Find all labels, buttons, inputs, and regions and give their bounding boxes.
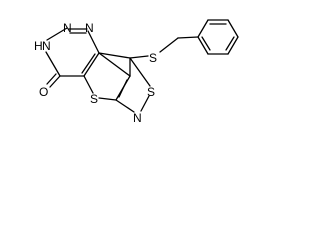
bond-ph-4	[227, 36, 239, 55]
bond-c-c-fusion2	[98, 52, 131, 77]
atom-n-topright: N	[85, 21, 94, 35]
bond-co-single	[49, 75, 61, 88]
atom-n-ring2: N	[133, 111, 142, 125]
bond-s3-ch2	[159, 37, 179, 53]
atom-s-thioether: S	[149, 51, 157, 65]
bond-ph-1	[197, 19, 209, 38]
atom-s-ring1: S	[90, 92, 98, 106]
bond-ph-3	[227, 19, 239, 38]
bond-c-c-fused	[83, 52, 100, 77]
bond-c-c-top	[98, 52, 131, 59]
bond-ph-6	[197, 36, 209, 55]
atom-labels: N N H N O S N S S	[34, 21, 157, 125]
bonds	[45, 19, 239, 113]
bond-n2-s2	[140, 95, 150, 112]
bond-c-c-thio-double	[118, 79, 128, 98]
atom-h-left: H	[34, 39, 43, 53]
atom-nh-left: N	[42, 39, 51, 53]
atom-s-ring2: S	[147, 85, 155, 99]
bond-carbonyl-nh	[45, 51, 61, 77]
chemical-structure: N N H N O S N S S	[34, 19, 239, 125]
bond-s1-c	[98, 97, 117, 101]
bond-c-s1	[83, 75, 94, 94]
bond-c-s3	[129, 55, 149, 59]
bond-co-double	[46, 73, 57, 85]
atom-o-carbonyl: O	[39, 85, 48, 99]
bond-ch2-ph	[177, 36, 199, 39]
bond-ph-4-double	[225, 36, 235, 51]
bond-n-c	[87, 30, 100, 54]
bond-c-n2	[115, 99, 135, 113]
atom-n-top: N	[63, 21, 72, 35]
bond-ph-6-double	[201, 36, 211, 51]
bond-c-c-fused-double	[81, 53, 96, 74]
bond-nh-n	[46, 27, 68, 41]
bond-s2-c	[129, 57, 151, 87]
